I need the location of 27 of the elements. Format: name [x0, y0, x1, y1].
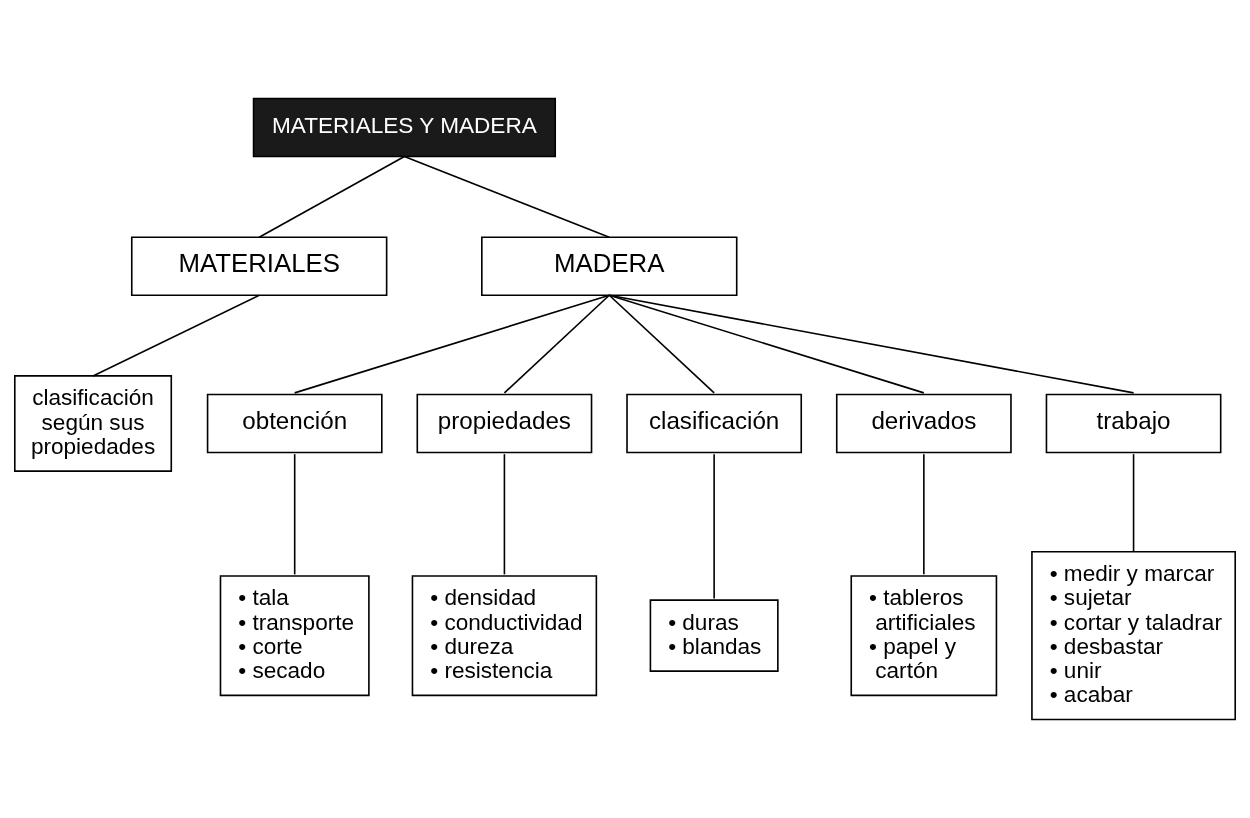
node-box: trabajo	[1045, 393, 1222, 454]
connector	[92, 294, 260, 377]
connector	[608, 294, 715, 394]
connector	[293, 294, 611, 394]
node-box: MADERA	[481, 236, 738, 297]
node-box: MATERIALES	[130, 236, 388, 297]
node-box: • medir y marcar • sujetar • cortar y taladrar • desbastar • unir • acabar	[1031, 550, 1236, 721]
node-box: MATERIALES Y MADERA	[252, 97, 557, 158]
connector	[608, 294, 1135, 394]
node-box: clasificación	[626, 393, 803, 454]
node-box: propiedades	[416, 393, 593, 454]
node-box: • tala • transporte • corte • secado	[219, 575, 370, 697]
node-box: derivados	[835, 393, 1012, 454]
connector	[503, 294, 611, 394]
node-box: clasificación según sus propiedades	[14, 375, 173, 472]
node-box: • duras • blandas	[649, 599, 779, 672]
connector	[258, 155, 406, 238]
node-box: obtención	[206, 393, 383, 454]
connector	[608, 294, 925, 394]
connector	[503, 453, 506, 576]
connector	[403, 155, 611, 238]
connector	[1132, 453, 1135, 553]
connector	[713, 453, 715, 600]
connector	[293, 453, 296, 576]
node-box: • densidad • conductividad • dureza • resistencia	[411, 575, 598, 697]
connector	[923, 453, 925, 576]
node-box: • tableros artificiales • papel y cartón	[850, 575, 998, 697]
